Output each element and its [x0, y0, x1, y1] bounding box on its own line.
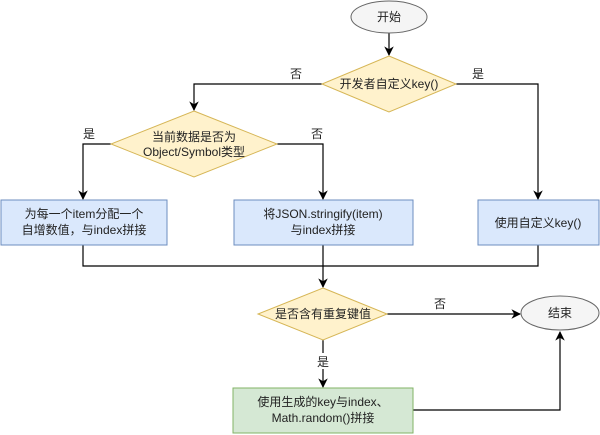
label-bg-duplicate-yes [315, 353, 331, 369]
node-random-process: 使用生成的key与index、 Math.random()拼接 [232, 387, 414, 434]
auto-increment-process-label-line2: 自增数值，与index拼接 [22, 222, 147, 237]
label-custom-key-yes: 是 [472, 67, 484, 81]
duplicate-key-decision-label: 是否含有重复键值 [275, 306, 371, 321]
edge-custom-key-yes [456, 83, 543, 200]
node-custom-key-decision: 开发者自定义key() [320, 55, 458, 113]
node-json-stringify-process: 将JSON.stringify(item) 与index拼接 [233, 199, 414, 246]
custom-key-decision-shape [320, 55, 458, 113]
random-process-label-line2: Math.random()拼接 [272, 410, 375, 425]
edge-auto-increment-merge [82, 245, 323, 267]
json-stringify-process-label-line2: 与index拼接 [291, 222, 356, 237]
use-custom-key-process-label: 使用自定义key() [495, 215, 582, 230]
edges [78, 33, 565, 411]
edge-custom-key-no [189, 83, 322, 111]
json-stringify-process-label-line1: 将JSON.stringify(item) [263, 207, 382, 221]
duplicate-key-decision-shape [256, 287, 389, 341]
node-duplicate-key-decision: 是否含有重复键值 [256, 287, 389, 341]
label-object-symbol-yes: 是 [83, 127, 95, 141]
label-object-symbol-no: 否 [311, 127, 323, 141]
object-symbol-decision-shape [109, 110, 279, 178]
object-symbol-decision-label-line1: 当前数据是否为 [152, 129, 236, 144]
node-auto-increment-process: 为每一个item分配一个 自增数值，与index拼接 [0, 199, 168, 246]
label-duplicate-yes: 是 [317, 355, 329, 369]
random-process-shape [232, 387, 414, 434]
node-use-custom-key-process: 使用自定义key() [477, 199, 600, 246]
node-object-symbol-decision: 当前数据是否为 Object/Symbol类型 [109, 110, 279, 178]
start-terminal-shape [350, 0, 428, 34]
edge-labels: 否 是 是 否 否 是 [83, 67, 484, 369]
edge-object-symbol-yes [78, 143, 111, 200]
edge-custom-key-merge [323, 245, 539, 267]
end-label: 结束 [548, 306, 572, 320]
edge-object-symbol-no [277, 143, 328, 200]
use-custom-key-process-shape [477, 199, 600, 246]
label-duplicate-no: 否 [434, 297, 446, 311]
random-process-label-line1: 使用生成的key与index、 [257, 394, 388, 409]
object-symbol-decision-label-line2: Object/Symbol类型 [143, 145, 245, 159]
label-custom-key-no: 否 [290, 67, 302, 81]
custom-key-decision-label: 开发者自定义key() [340, 76, 439, 91]
auto-increment-process-shape [0, 199, 168, 246]
json-stringify-process-shape [233, 199, 414, 246]
end-terminal-shape [520, 295, 600, 331]
edge-random-to-end [413, 331, 565, 411]
auto-increment-process-label-line1: 为每一个item分配一个 [25, 206, 144, 221]
node-end: 结束 [520, 295, 600, 331]
start-label: 开始 [377, 10, 401, 24]
node-start: 开始 [350, 0, 428, 34]
